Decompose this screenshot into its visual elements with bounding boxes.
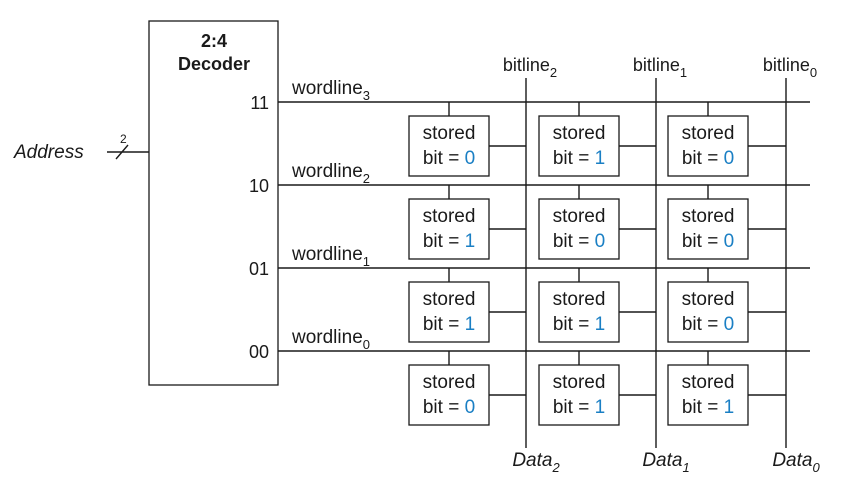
memory-cell: stored bit = 0 — [667, 268, 786, 343]
cell-box — [408, 198, 490, 260]
decoder-output-01: 01 — [249, 259, 269, 279]
cell-bit-text: bit = 0 — [423, 397, 475, 418]
cell-bit-value: 1 — [595, 148, 606, 169]
wordline-label-3: wordline3 — [291, 78, 370, 103]
cell-bit-value: 1 — [465, 314, 476, 335]
cell-bit-value: 0 — [465, 148, 476, 169]
cell-label: stored — [682, 206, 735, 227]
cell-bit-value: 1 — [595, 397, 606, 418]
cell-label: stored — [553, 123, 606, 144]
cell-bit-text: bit = 1 — [423, 314, 475, 335]
address-label: Address — [13, 142, 84, 163]
memory-cell: stored bit = 1 — [408, 185, 526, 260]
cell-bit-text: bit = 1 — [553, 314, 605, 335]
bus-width-slash — [115, 144, 129, 160]
memory-cell: stored bit = 1 — [667, 351, 786, 426]
cell-bit-text: bit = 1 — [553, 148, 605, 169]
cell-label: stored — [423, 123, 476, 144]
cell-box — [538, 281, 620, 343]
decoder-block — [148, 20, 279, 386]
memory-cell: stored bit = 0 — [667, 185, 786, 260]
cell-box — [538, 115, 620, 177]
cell-label: stored — [682, 123, 735, 144]
cell-bit-value: 0 — [465, 397, 476, 418]
cell-bit-value: 0 — [724, 148, 735, 169]
cell-bit-text: bit = 0 — [682, 231, 734, 252]
decoder-output-00: 00 — [249, 342, 269, 362]
wordline-wires — [278, 101, 810, 352]
cell-label: stored — [682, 289, 735, 310]
cell-box — [667, 364, 749, 426]
memory-cell: stored bit = 0 — [667, 102, 786, 177]
bitline-label-0: bitline0 — [763, 55, 817, 80]
cell-bit-text: bit = 0 — [423, 148, 475, 169]
cell-bit-text: bit = 1 — [682, 397, 734, 418]
memory-cell: stored bit = 1 — [538, 268, 656, 343]
cell-box — [408, 115, 490, 177]
wordline-label-2: wordline2 — [291, 161, 370, 186]
memory-cell: stored bit = 1 — [538, 102, 656, 177]
bitline-label-1: bitline1 — [633, 55, 687, 80]
cell-box — [667, 115, 749, 177]
cell-bit-value: 1 — [724, 397, 735, 418]
cell-box — [408, 281, 490, 343]
cell-bit-text: bit = 0 — [553, 231, 605, 252]
bitline-label-2: bitline2 — [503, 55, 557, 80]
data-output-label-2: Data2 — [512, 450, 560, 475]
memory-cell: stored bit = 0 — [408, 351, 526, 426]
cell-bit-text: bit = 1 — [553, 397, 605, 418]
cell-bit-text: bit = 0 — [682, 314, 734, 335]
data-output-label-0: Data0 — [772, 450, 820, 475]
cell-box — [538, 364, 620, 426]
cell-bit-value: 0 — [595, 231, 606, 252]
cell-bit-value: 1 — [595, 314, 606, 335]
cell-label: stored — [423, 206, 476, 227]
memory-cell: stored bit = 0 — [538, 185, 656, 260]
bus-width-label: 2 — [120, 132, 127, 146]
decoder-title: Decoder — [178, 54, 250, 74]
memory-cell: stored bit = 1 — [408, 268, 526, 343]
cell-bit-value: 0 — [724, 231, 735, 252]
wordline-label-1: wordline1 — [291, 244, 370, 269]
cell-label: stored — [553, 289, 606, 310]
data-output-label-1: Data1 — [642, 450, 689, 475]
cell-label: stored — [682, 372, 735, 393]
cell-bit-text: bit = 1 — [423, 231, 475, 252]
cell-label: stored — [553, 206, 606, 227]
data-output-labels: Data2 Data1 Data0 — [512, 450, 820, 475]
wordline-labels: wordline3 wordline2 wordline1 wordline0 — [291, 78, 370, 352]
cell-bit-text: bit = 0 — [682, 148, 734, 169]
bitline-wires — [525, 78, 787, 448]
cell-label: stored — [553, 372, 606, 393]
decoder-title-ratio: 2:4 — [201, 31, 227, 51]
cell-box — [538, 198, 620, 260]
wordline-label-0: wordline0 — [291, 327, 370, 352]
cell-bit-value: 0 — [724, 314, 735, 335]
memory-cell: stored bit = 1 — [538, 351, 656, 426]
cell-box — [667, 198, 749, 260]
cell-label: stored — [423, 289, 476, 310]
bitline-labels: bitline2 bitline1 bitline0 — [503, 55, 817, 80]
decoder-output-10: 10 — [249, 176, 269, 196]
decoder-output-11: 11 — [250, 93, 269, 113]
cell-box — [667, 281, 749, 343]
cell-bit-value: 1 — [465, 231, 476, 252]
decoder-outputs: 11 10 01 00 — [249, 93, 269, 362]
memory-cell: stored bit = 0 — [408, 102, 526, 177]
cell-label: stored — [423, 372, 476, 393]
cell-box — [408, 364, 490, 426]
